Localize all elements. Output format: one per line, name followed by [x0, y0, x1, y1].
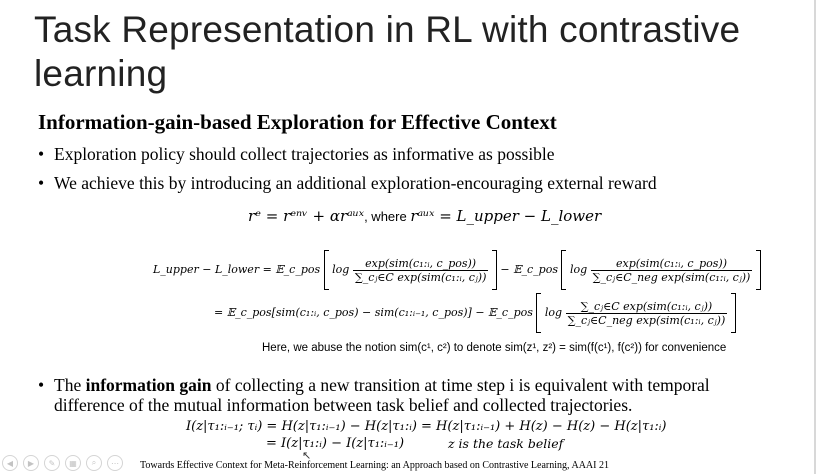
fraction-1-numerator: exp(sim(c₁:ᵢ, c_pos)): [352, 257, 489, 271]
fraction-3-numerator: ∑_cⱼ∈C exp(sim(c₁:ᵢ, cⱼ)): [565, 300, 728, 314]
notation-note: Here, we abuse the notion sim(c¹, c²) to…: [262, 342, 727, 354]
bullet-3-rest: of collecting a new transition at time s…: [211, 375, 710, 395]
fraction-2: exp(sim(c₁:ᵢ, c_pos)) ∑_cⱼ∈C_neg exp(sim…: [590, 257, 753, 284]
bullet-dot: •: [38, 375, 45, 395]
bullet-dot: •: [38, 173, 45, 193]
presentation-toolbar: ◀ ▶ ✎ ▦ ⌕ ⋯: [2, 455, 123, 472]
left-bracket: [561, 250, 567, 290]
info-gain-equation-line-1: I(z|τ₁:ᵢ₋₁; τᵢ) = H(z|τ₁:ᵢ₋₁) − H(z|τ₁:ᵢ…: [186, 419, 667, 434]
slides-icon[interactable]: ▦: [65, 455, 81, 471]
log-label: log: [332, 263, 350, 276]
bound-equation-line-2: = 𝔼_c_pos[sim(c₁:ᵢ, c_pos) − sim(c₁:ᵢ₋₁,…: [214, 293, 736, 333]
bullet-2: • We achieve this by introducing an addit…: [38, 173, 657, 194]
right-bracket: [755, 250, 761, 290]
fraction-1: exp(sim(c₁:ᵢ, c_pos)) ∑_cⱼ∈C exp(sim(c₁:…: [352, 257, 489, 284]
slide-subtitle: Information-gain-based Exploration for E…: [38, 110, 557, 134]
fraction-2-denominator: ∑_cⱼ∈C_neg exp(sim(c₁:ᵢ, cⱼ)): [592, 270, 751, 284]
left-bracket: [323, 250, 329, 290]
right-bracket: [491, 250, 497, 290]
reward-equation-sep: , where: [364, 209, 411, 224]
bullet-dot: •: [38, 144, 45, 164]
prev-icon[interactable]: ◀: [2, 455, 18, 471]
slide-edge-divider: [814, 0, 816, 474]
zoom-icon[interactable]: ⌕: [86, 455, 102, 471]
fraction-2-numerator: exp(sim(c₁:ᵢ, c_pos)): [590, 257, 753, 271]
pen-icon[interactable]: ✎: [44, 455, 60, 471]
fraction-3: ∑_cⱼ∈C exp(sim(c₁:ᵢ, cⱼ)) ∑_cⱼ∈C_neg exp…: [565, 300, 728, 327]
reward-equation-rhs: rᵃᵘˣ = L_upper − L_lower: [410, 207, 602, 225]
fraction-3-denominator: ∑_cⱼ∈C_neg exp(sim(c₁:ᵢ, cⱼ)): [567, 313, 726, 327]
bullet-2-text: We achieve this by introducing an additi…: [54, 173, 657, 193]
bound-line1-mid: − 𝔼_c_pos: [500, 263, 558, 276]
reward-equation-lhs: rᵉ = rᵉⁿᵛ + αrᵃᵘˣ: [248, 207, 365, 225]
citation-footer: Towards Effective Context for Meta-Reinf…: [140, 460, 609, 471]
bound-line2-lhs: = 𝔼_c_pos[sim(c₁:ᵢ, c_pos) − sim(c₁:ᵢ₋₁,…: [214, 306, 533, 319]
bullet-3-prefix: The: [54, 375, 86, 395]
bullet-1-text: Exploration policy should collect trajec…: [54, 144, 555, 164]
left-bracket: [536, 293, 542, 333]
bound-equation-line-1: L_upper − L_lower = 𝔼_c_pos log exp(sim(…: [153, 250, 761, 290]
fraction-1-denominator: ∑_cⱼ∈C exp(sim(c₁:ᵢ, cⱼ)): [354, 270, 487, 284]
bullet-3: • The information gain of collecting a ne…: [38, 375, 710, 396]
info-gain-equation-line-2: = I(z|τ₁:ᵢ) − I(z|τ₁:ᵢ₋₁): [266, 436, 405, 451]
log-label: log: [569, 263, 588, 276]
next-icon[interactable]: ▶: [23, 455, 39, 471]
bullet-3-line-2: difference of the mutual information bet…: [54, 395, 633, 415]
more-icon[interactable]: ⋯: [107, 455, 123, 471]
bullet-1: • Exploration policy should collect traje…: [38, 144, 555, 165]
task-belief-note: z is the task belief: [448, 436, 564, 451]
slide-title: Task Representation in RL with contrasti…: [34, 9, 741, 94]
log-label: log: [544, 306, 563, 319]
bound-line1-lhs: L_upper − L_lower = 𝔼_c_pos: [153, 263, 321, 276]
mouse-cursor-icon: ↖: [302, 449, 312, 462]
right-bracket: [730, 293, 736, 333]
reward-equation: rᵉ = rᵉⁿᵛ + αrᵃᵘˣ, where rᵃᵘˣ = L_upper …: [248, 207, 601, 225]
bullet-3-bold: information gain: [85, 375, 212, 395]
